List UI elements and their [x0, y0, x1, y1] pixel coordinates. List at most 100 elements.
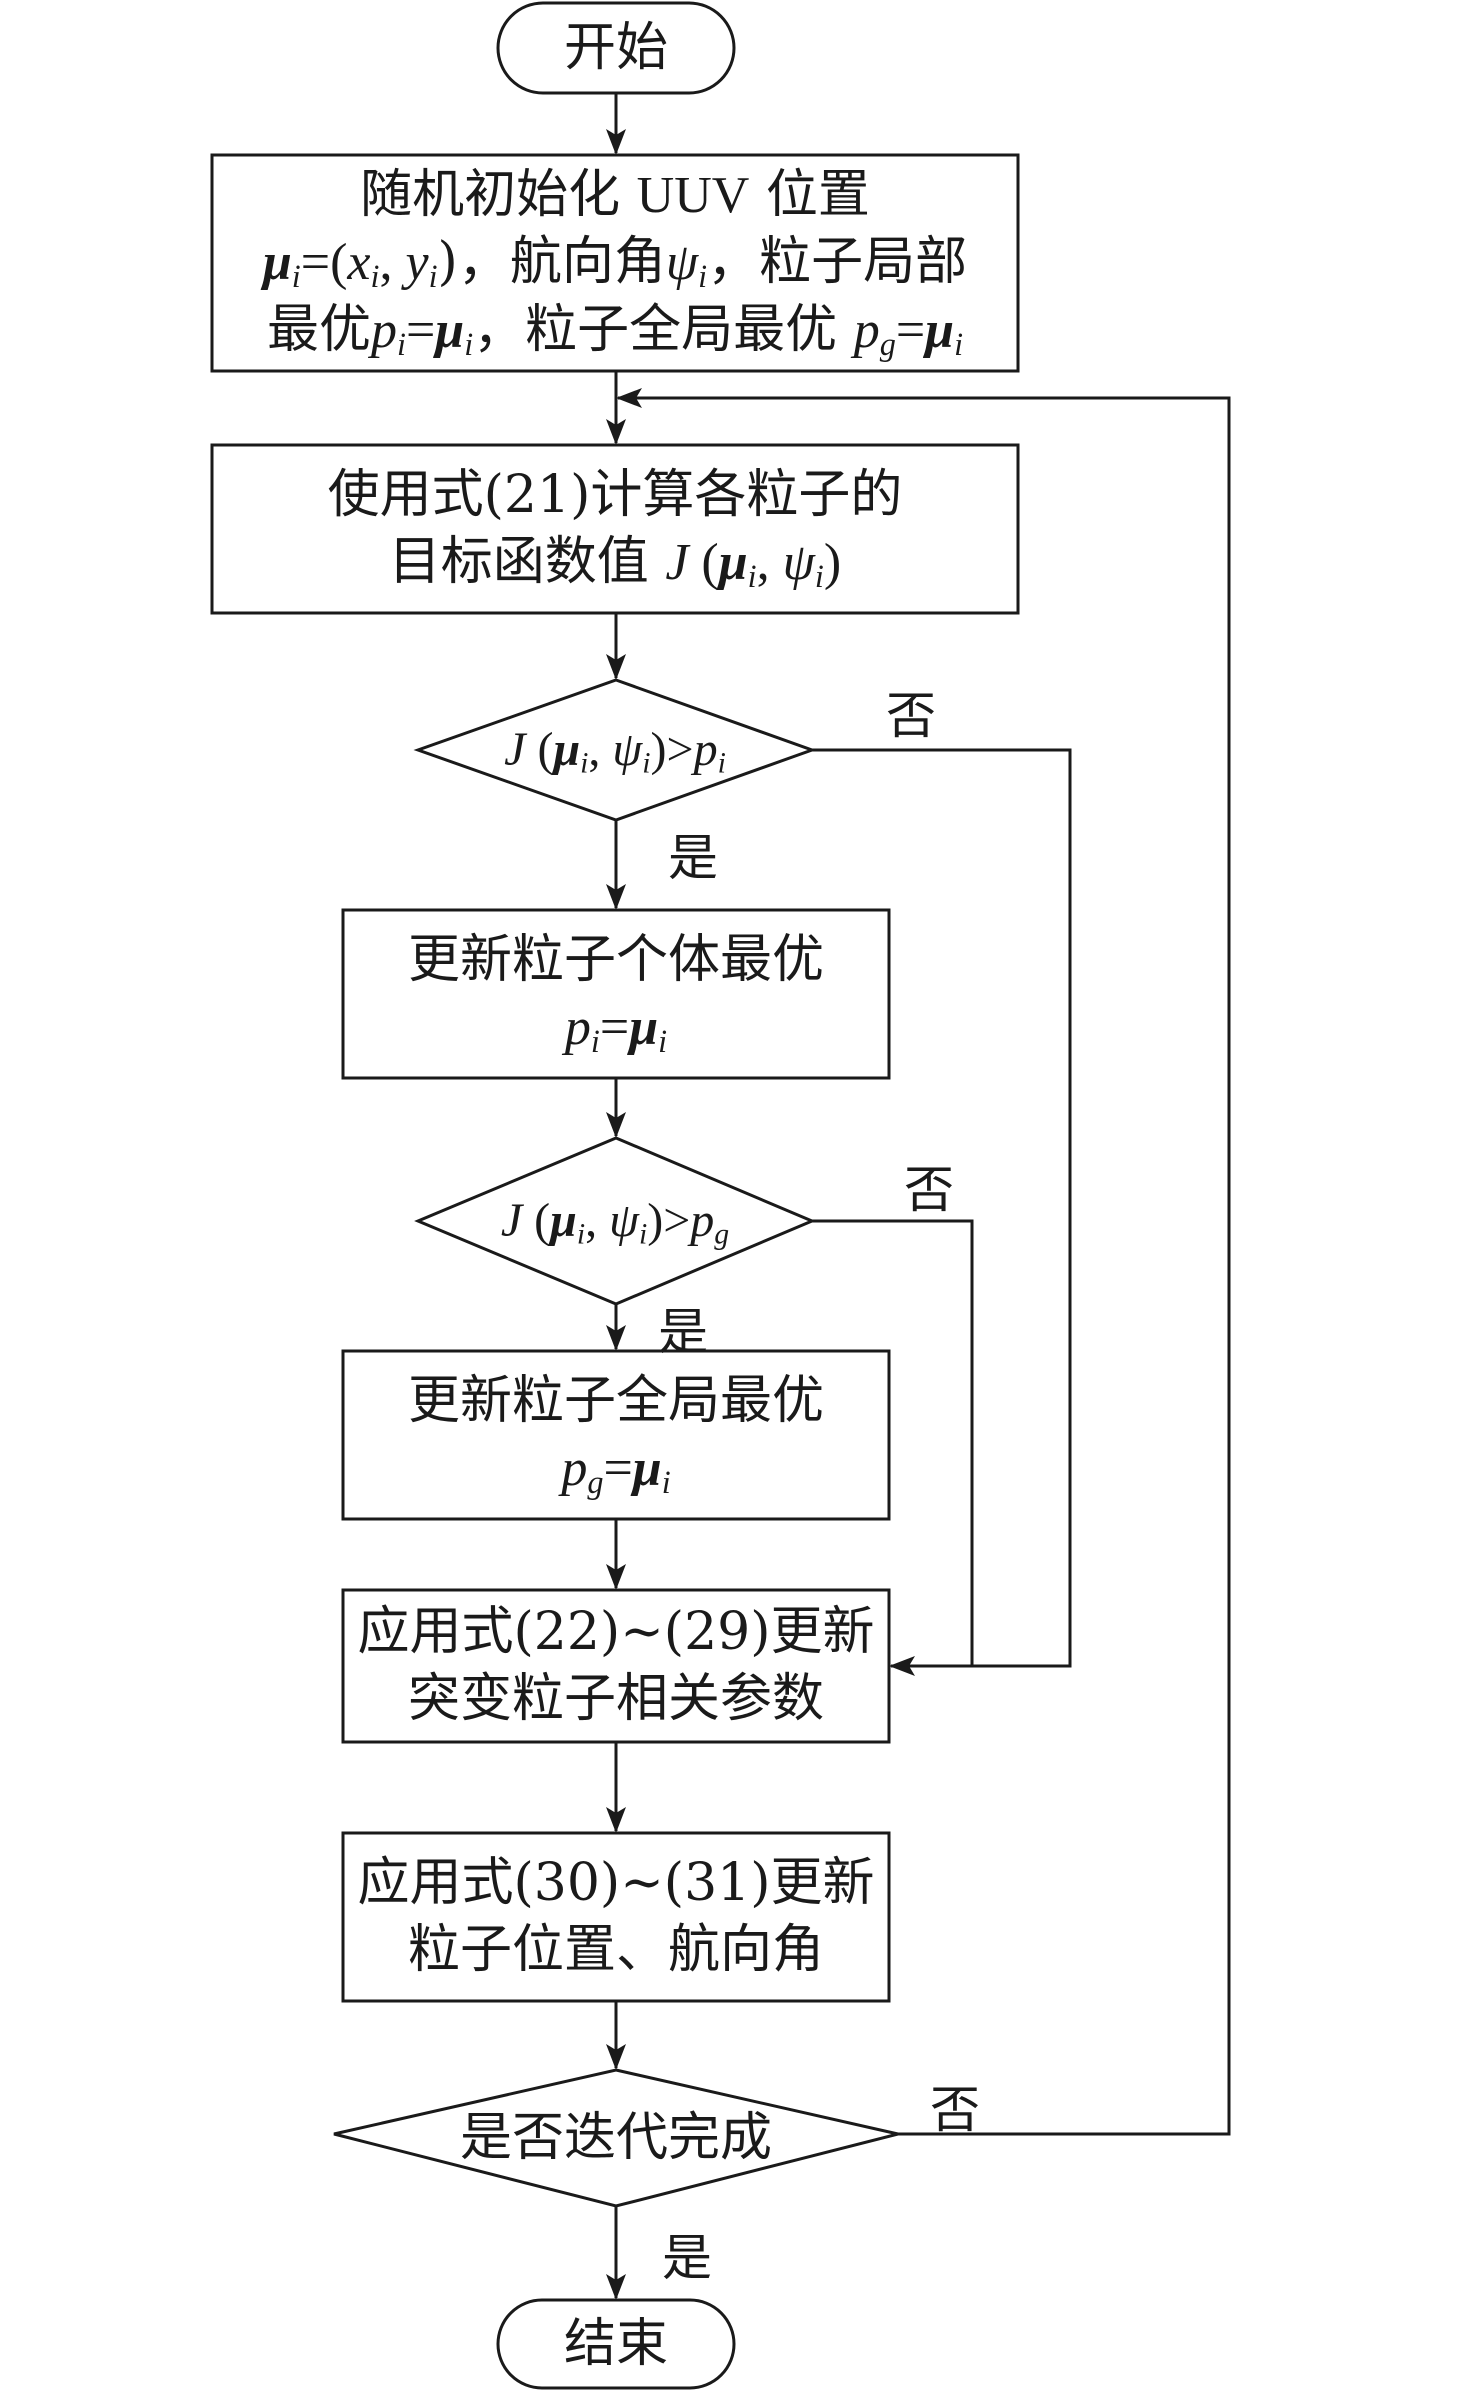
- sub-g: g: [879, 325, 896, 362]
- mutation-line-1: 应用式(22)~(29)更新: [357, 1602, 875, 1663]
- mu-symbol: μ: [925, 301, 955, 359]
- sub-i: i: [370, 258, 380, 295]
- update-global-formula: pg=μi: [561, 1435, 670, 1503]
- equals: =: [405, 301, 436, 359]
- condition-local-best: J (μi, ψi)>pi: [418, 680, 812, 820]
- mu-symbol: μ: [718, 533, 748, 591]
- update-local-formula: pi=μi: [565, 994, 667, 1062]
- update-global-best-box: 更新粒子全局最优 pg=μi: [343, 1351, 889, 1519]
- close-greater: )>: [647, 1194, 691, 1248]
- fullwidth-comma: ，: [707, 232, 760, 293]
- condition-global-text: J (μi, ψi)>pg: [501, 1190, 729, 1251]
- sub-i: i: [698, 258, 708, 295]
- mu-symbol: μ: [632, 1439, 662, 1497]
- end-terminal-shape: [496, 2298, 736, 2390]
- comma: ,: [588, 723, 613, 777]
- position-line-1: 应用式(30)~(31)更新: [357, 1853, 875, 1914]
- j-symbol: J: [665, 533, 689, 591]
- best-text: 最优: [266, 299, 371, 360]
- p-symbol: p: [690, 1194, 715, 1248]
- init-text-uuv: UUV: [636, 166, 750, 224]
- local-best-text: 粒子局部: [759, 232, 968, 293]
- sub-i: i: [580, 746, 589, 780]
- update-global-title: 更新粒子全局最优: [407, 1370, 824, 1431]
- yes-label-cond1: 是: [668, 829, 718, 887]
- sub-g: g: [587, 1463, 604, 1500]
- sub-i: i: [717, 746, 726, 780]
- sub-i: i: [638, 1217, 648, 1251]
- sub-i: i: [747, 557, 757, 594]
- sub-i: i: [954, 325, 964, 362]
- init-line-1: 随机初始化 UUV 位置: [360, 162, 870, 230]
- p-symbol: p: [693, 723, 718, 777]
- sub-i: i: [396, 325, 406, 362]
- no-label-cond2: 否: [904, 1161, 954, 1219]
- iteration-condition: 是否迭代完成: [334, 2070, 898, 2206]
- init-line-2: μi=(xi, yi)，航向角ψi，粒子局部: [263, 229, 967, 297]
- mu-symbol: μ: [629, 998, 659, 1056]
- no-label-cond3: 否: [930, 2081, 980, 2139]
- sub-i: i: [428, 258, 438, 295]
- mu-symbol: μ: [435, 301, 465, 359]
- mutation-line-2: 突变粒子相关参数: [407, 1669, 824, 1729]
- condition-local-text: J (μi, ψi)>pi: [504, 719, 726, 780]
- comma: ,: [585, 1194, 610, 1248]
- global-best-text: 粒子全局最优: [525, 299, 854, 360]
- j-symbol: J: [500, 1194, 523, 1248]
- update-local-best-box: 更新粒子个体最优 pi=μi: [343, 910, 889, 1078]
- p-symbol: p: [370, 301, 397, 359]
- p-symbol: p: [561, 1439, 588, 1497]
- position-update-box: 应用式(30)~(31)更新 粒子位置、航向角: [343, 1833, 889, 2001]
- open-paren: (: [688, 533, 719, 591]
- open-paren: (: [525, 723, 554, 777]
- objective-text: 目标函数值: [388, 531, 666, 592]
- j-symbol: J: [504, 723, 526, 777]
- position-line-2: 粒子位置、航向角: [407, 1920, 824, 1980]
- compute-process-box: 使用式(21)计算各粒子的 目标函数值 J (μi, ψi): [212, 445, 1018, 613]
- comma: ,: [756, 533, 783, 591]
- arrow-cond2-no: [812, 1219, 974, 1666]
- heading-angle-text: 航向角: [509, 232, 666, 293]
- equals: =: [895, 301, 926, 359]
- init-line-3: 最优pi=μi，粒子全局最优 pg=μi: [267, 297, 963, 365]
- eq-paren: =(: [300, 234, 348, 292]
- sub-i: i: [658, 1022, 668, 1059]
- comma: ,: [379, 234, 406, 292]
- equals: =: [603, 1439, 633, 1497]
- mu-symbol: μ: [553, 723, 581, 777]
- arrow-cond3-no-loop: [616, 388, 1231, 2136]
- close-comma: )，: [437, 232, 510, 293]
- condition-global-best: J (μi, ψi)>pg: [418, 1138, 812, 1304]
- p-symbol: p: [853, 301, 880, 359]
- sub-i: i: [576, 1217, 586, 1251]
- close-paren: ): [823, 533, 842, 591]
- psi-symbol: ψ: [665, 234, 699, 292]
- close-greater: )>: [650, 723, 694, 777]
- no-label-cond1: 否: [886, 687, 936, 745]
- sub-i: i: [661, 1463, 671, 1500]
- end-terminal: 结束: [498, 2300, 734, 2388]
- init-process-box: 随机初始化 UUV 位置 μi=(xi, yi)，航向角ψi，粒子局部 最优pi…: [212, 155, 1018, 371]
- init-text-random-init: 随机初始化: [360, 164, 637, 225]
- compute-line-1: 使用式(21)计算各粒子的: [327, 464, 903, 525]
- x-symbol: x: [347, 234, 371, 292]
- psi-symbol: ψ: [612, 723, 643, 777]
- sub-i: i: [642, 746, 651, 780]
- p-symbol: p: [564, 998, 591, 1056]
- end-label: 结束: [563, 2313, 668, 2374]
- arrow-cond1-no: [812, 748, 1072, 1676]
- iteration-condition-text: 是否迭代完成: [459, 2107, 772, 2168]
- open-paren: (: [522, 1194, 551, 1248]
- sub-i: i: [291, 258, 301, 295]
- fullwidth-comma: ，: [473, 299, 526, 360]
- sub-i: i: [590, 1022, 600, 1059]
- start-label: 开始: [563, 17, 668, 78]
- mu-symbol: μ: [262, 234, 292, 292]
- sub-i: i: [464, 325, 474, 362]
- mu-symbol: μ: [550, 1194, 577, 1248]
- init-text-position: 位置: [749, 164, 870, 225]
- equals: =: [599, 998, 630, 1056]
- mutation-update-box: 应用式(22)~(29)更新 突变粒子相关参数: [343, 1590, 889, 1742]
- compute-line-2: 目标函数值 J (μi, ψi): [389, 529, 841, 597]
